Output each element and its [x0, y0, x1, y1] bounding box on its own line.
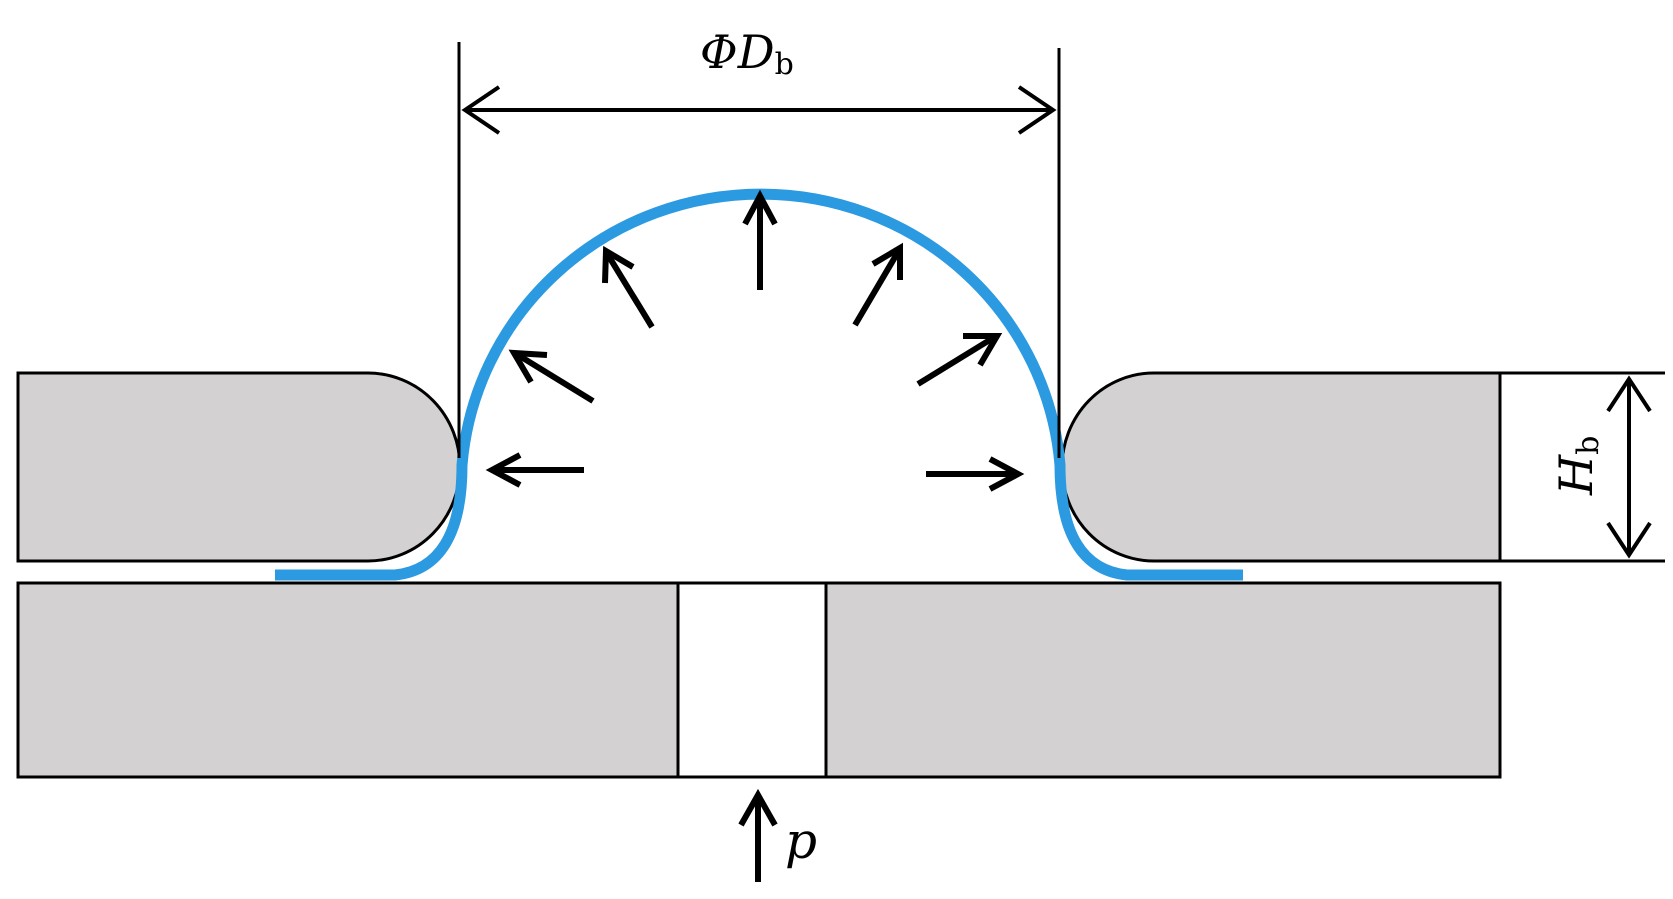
pressure-arrow-right-upper — [916, 333, 1003, 387]
lower-die-right — [824, 581, 1502, 779]
pressure-label: p — [785, 812, 817, 870]
pressure-arrow-right — [926, 456, 1025, 492]
pressure-arrow-upper-left — [602, 245, 655, 329]
input-pressure-arrow — [738, 788, 778, 882]
pressure-arrows — [485, 189, 1025, 492]
pressure-arrow-left-upper — [508, 349, 595, 404]
height-label: Hb — [1549, 436, 1606, 496]
pressure-arrow-left — [485, 452, 584, 488]
pressure-inlet-hole — [676, 581, 828, 779]
diameter-label: ΦDb — [700, 25, 794, 82]
pressure-arrow-upper-right — [852, 242, 903, 327]
upper-left-die — [16, 371, 462, 563]
pressure-arrow-up — [742, 189, 778, 290]
height-dimension-arrow — [1606, 375, 1652, 559]
upper-right-die — [1060, 371, 1502, 563]
diameter-dimension-arrow — [461, 85, 1057, 135]
lower-die-left — [16, 581, 680, 779]
